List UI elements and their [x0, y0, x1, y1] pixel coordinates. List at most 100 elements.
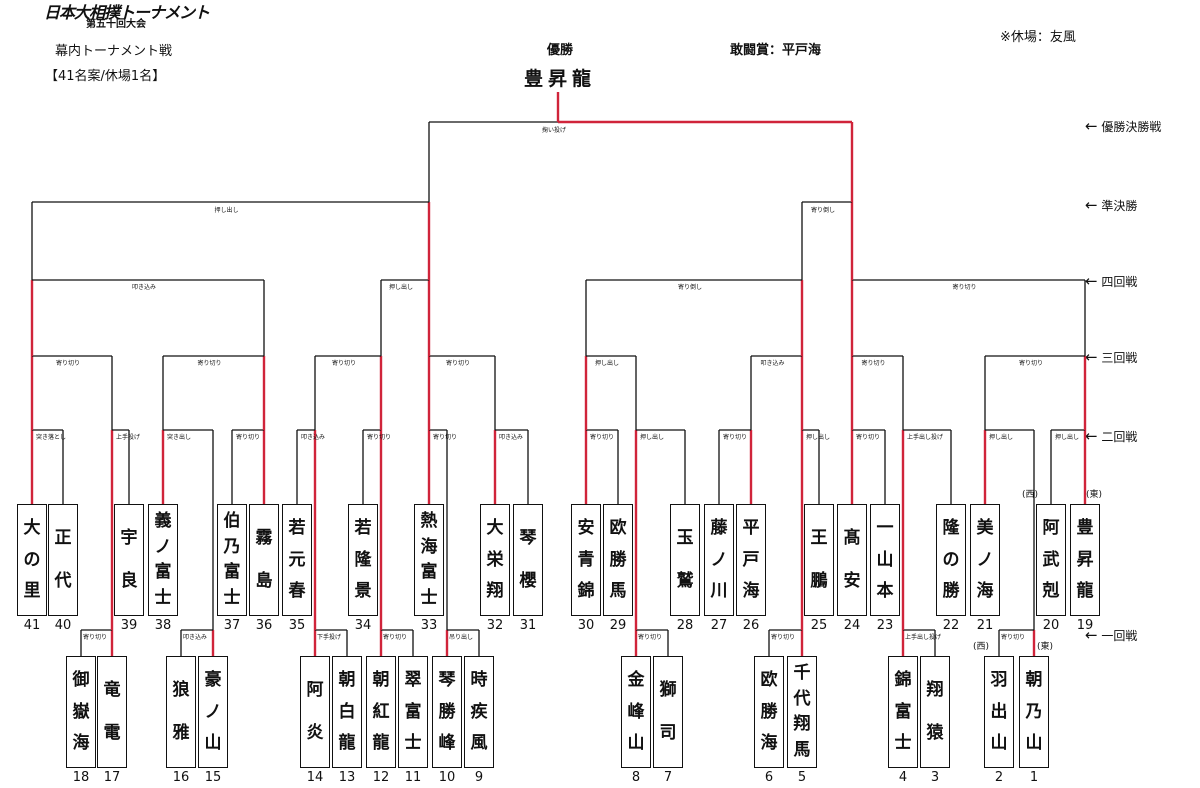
- name-char: 豪: [204, 669, 222, 690]
- wrestler-name-box: 狼雅: [166, 656, 196, 768]
- name-char: 阿: [1042, 517, 1060, 538]
- arrow-left-icon: ←: [1085, 272, 1098, 290]
- name-char: 髙: [843, 528, 861, 549]
- name-char: 朝: [1025, 669, 1043, 690]
- name-char: 隆: [354, 549, 372, 570]
- division-title: 幕内トーナメント戦: [55, 44, 173, 59]
- name-char: 欧: [609, 517, 627, 538]
- wrestler-name-box: 朝紅龍: [366, 656, 396, 768]
- name-char: 武: [1042, 549, 1060, 570]
- kimarite-label: 寄り切り: [83, 634, 108, 641]
- name-char: 欧: [760, 669, 778, 690]
- name-char: 代: [793, 688, 811, 709]
- kimarite-label: 突き落とし: [36, 434, 67, 441]
- arrow-left-icon: ←: [1085, 348, 1098, 366]
- name-char: 元: [288, 549, 306, 570]
- wrestler-number: 3: [930, 770, 940, 785]
- absent-note: ※休場：友風: [1000, 30, 1076, 45]
- wrestler-number: 2: [994, 770, 1004, 785]
- round-label-round2: ← 二回戦: [1085, 427, 1138, 445]
- wrestler-name-box: 豊昇龍: [1070, 504, 1100, 616]
- wrestler-number: 21: [976, 618, 994, 633]
- wrestler-number: 37: [223, 618, 241, 633]
- kimarite-label: 寄り切り: [856, 434, 881, 441]
- name-char: 川: [710, 581, 728, 602]
- name-char: 山: [876, 549, 894, 570]
- name-char: 狼: [172, 680, 190, 701]
- name-char: 龍: [1076, 581, 1094, 602]
- kimarite-label: 叩き込み: [499, 434, 524, 441]
- name-char: 士: [223, 587, 241, 608]
- arrow-left-icon: ←: [1085, 117, 1098, 135]
- kimarite-label: 押し出し: [595, 360, 620, 367]
- wrestler-name-box: 阿武剋: [1036, 504, 1066, 616]
- name-char: の: [942, 549, 960, 570]
- wrestler-name-box: 朝白龍: [332, 656, 362, 768]
- name-char: 里: [23, 581, 41, 602]
- wrestler-name-box: 安青錦: [571, 504, 601, 616]
- name-char: 阿: [306, 680, 324, 701]
- kimarite-label: 叩き込み: [760, 360, 785, 367]
- wrestler-name-box: 翔猿: [920, 656, 950, 768]
- kimarite-label: 押し出し: [989, 434, 1014, 441]
- wrestler-name-box: 獅司: [653, 656, 683, 768]
- kimarite-label: 掬い投げ: [542, 127, 567, 134]
- kimarite-label: 押し出し: [806, 434, 831, 441]
- arrow-left-icon: ←: [1085, 626, 1098, 644]
- kimarite-label: 寄り切り: [771, 634, 796, 641]
- wrestler-number: 23: [876, 618, 894, 633]
- name-char: 宇: [120, 528, 138, 549]
- wrestler-number: 15: [204, 770, 222, 785]
- wrestler-number: 7: [663, 770, 673, 785]
- name-char: 出: [990, 701, 1008, 722]
- kimarite-label: 寄り切り: [590, 434, 615, 441]
- wrestler-number: 27: [710, 618, 728, 633]
- kimarite-label: 叩き込み: [301, 434, 326, 441]
- arrow-left-icon: ←: [1085, 196, 1098, 214]
- name-char: 勝: [760, 701, 778, 722]
- wrestler-name-box: 宇良: [114, 504, 144, 616]
- kimarite-label: 叩き込み: [132, 284, 157, 291]
- name-char: 紅: [372, 701, 390, 722]
- kimarite-label: 寄り倒し: [811, 207, 836, 214]
- name-char: 島: [255, 570, 273, 591]
- wrestler-name-box: 大栄翔: [480, 504, 510, 616]
- name-char: 風: [470, 733, 488, 754]
- name-char: 代: [54, 570, 72, 591]
- wrestler-name-box: 若隆景: [348, 504, 378, 616]
- name-char: 勝: [942, 581, 960, 602]
- name-char: 鷲: [676, 570, 694, 591]
- name-char: 士: [894, 733, 912, 754]
- wrestler-number: 5: [797, 770, 807, 785]
- name-char: 猿: [926, 722, 944, 743]
- name-char: 士: [154, 587, 172, 608]
- wrestler-number: 29: [609, 618, 627, 633]
- fighting-spirit-prize: 敢闘賞：平戸海: [730, 43, 822, 58]
- name-char: 海: [742, 581, 760, 602]
- name-char: 疾: [470, 701, 488, 722]
- kimarite-label: 寄り切り: [433, 434, 458, 441]
- name-char: 正: [54, 528, 72, 549]
- wrestler-name-box: 錦富士: [888, 656, 918, 768]
- kimarite-label: 上手出し投げ: [905, 634, 942, 641]
- name-char: 龍: [338, 733, 356, 754]
- name-char: 竜: [103, 680, 121, 701]
- name-char: 琴: [438, 669, 456, 690]
- name-char: 勝: [438, 701, 456, 722]
- wrestler-number: 30: [577, 618, 595, 633]
- name-char: 櫻: [519, 570, 537, 591]
- name-char: 馬: [609, 581, 627, 602]
- name-char: 琴: [519, 528, 537, 549]
- name-char: 青: [577, 549, 595, 570]
- wrestler-name-box: 琴櫻: [513, 504, 543, 616]
- name-char: 富: [223, 562, 241, 583]
- name-char: 海: [420, 536, 438, 557]
- name-char: 良: [120, 570, 138, 591]
- kimarite-label: 寄り切り: [723, 434, 748, 441]
- name-char: 本: [876, 581, 894, 602]
- kimarite-label: 寄り切り: [638, 634, 663, 641]
- entry-note: 【41名案/休場1名】: [45, 69, 166, 84]
- name-char: 炎: [306, 722, 324, 743]
- name-char: 馬: [793, 739, 811, 760]
- name-char: 一: [876, 517, 894, 538]
